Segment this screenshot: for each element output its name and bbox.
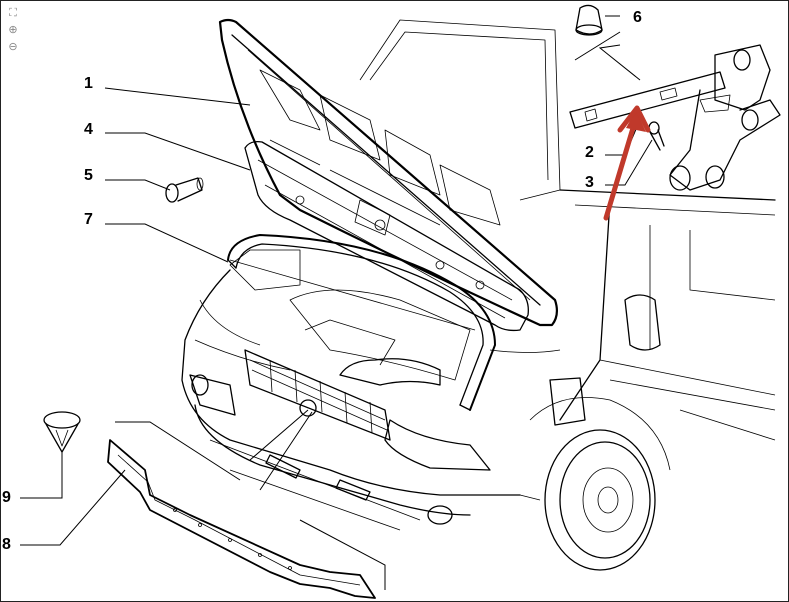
zoom-out-icon[interactable]: ⊖: [8, 41, 18, 53]
callout-1: 1: [84, 75, 93, 92]
callout-9: 9: [2, 489, 11, 506]
part-2-hinge: [569, 44, 781, 191]
leader-lines: [20, 15, 653, 590]
callout-5: 5: [84, 167, 93, 184]
part-1-bonnet: [218, 18, 559, 327]
front-wheel: [529, 397, 671, 571]
zoom-toolbar: ⛶ ⊕ ⊖: [6, 6, 24, 54]
part-6-rubber-buffer: [575, 4, 603, 36]
callout-8: 8: [2, 536, 11, 553]
callouts: 1 4 5 7 6 2 3 9 8: [2, 9, 642, 553]
van-body: [181, 19, 776, 571]
grille: [244, 349, 391, 441]
callout-7: 7: [84, 211, 93, 228]
part-3-screw: [648, 121, 665, 151]
fit-screen-icon[interactable]: ⛶: [9, 7, 17, 19]
part-5-bolt: [165, 177, 204, 203]
callout-3: 3: [585, 174, 594, 191]
callout-4: 4: [84, 121, 93, 138]
part-8-trim-strip: [107, 439, 376, 599]
callout-6: 6: [633, 9, 642, 26]
zoom-in-icon[interactable]: ⊕: [8, 24, 18, 36]
callout-2: 2: [585, 144, 594, 161]
part-9-push-clip: [43, 411, 81, 453]
part-7-seal: [227, 234, 496, 411]
engine-bay: [229, 249, 476, 386]
red-arrow: [603, 105, 651, 221]
part-4-insulation-pad: [244, 140, 529, 332]
